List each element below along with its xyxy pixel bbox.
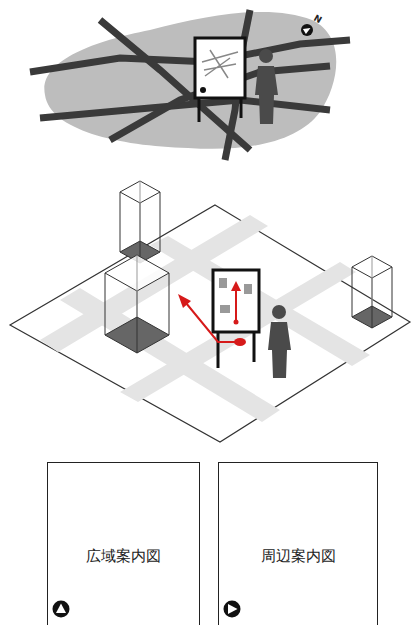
person — [255, 49, 278, 124]
panel-title: 広域案内図 — [48, 547, 199, 566]
north-symbol — [301, 24, 313, 36]
map-panel: 広域案内図 — [47, 462, 200, 625]
north-icon — [52, 600, 70, 618]
map-panel: 周辺案内図 — [218, 462, 378, 625]
sign-board — [195, 38, 245, 122]
panel-title: 周辺案内図 — [219, 547, 377, 566]
sign-board — [213, 270, 259, 368]
map-area — [44, 12, 336, 149]
north-icon — [223, 600, 241, 618]
route-arrow — [178, 294, 246, 346]
person — [268, 305, 291, 378]
streets — [40, 215, 370, 422]
ground-plane — [10, 205, 410, 442]
roads — [30, 10, 350, 160]
buildings — [105, 181, 392, 353]
